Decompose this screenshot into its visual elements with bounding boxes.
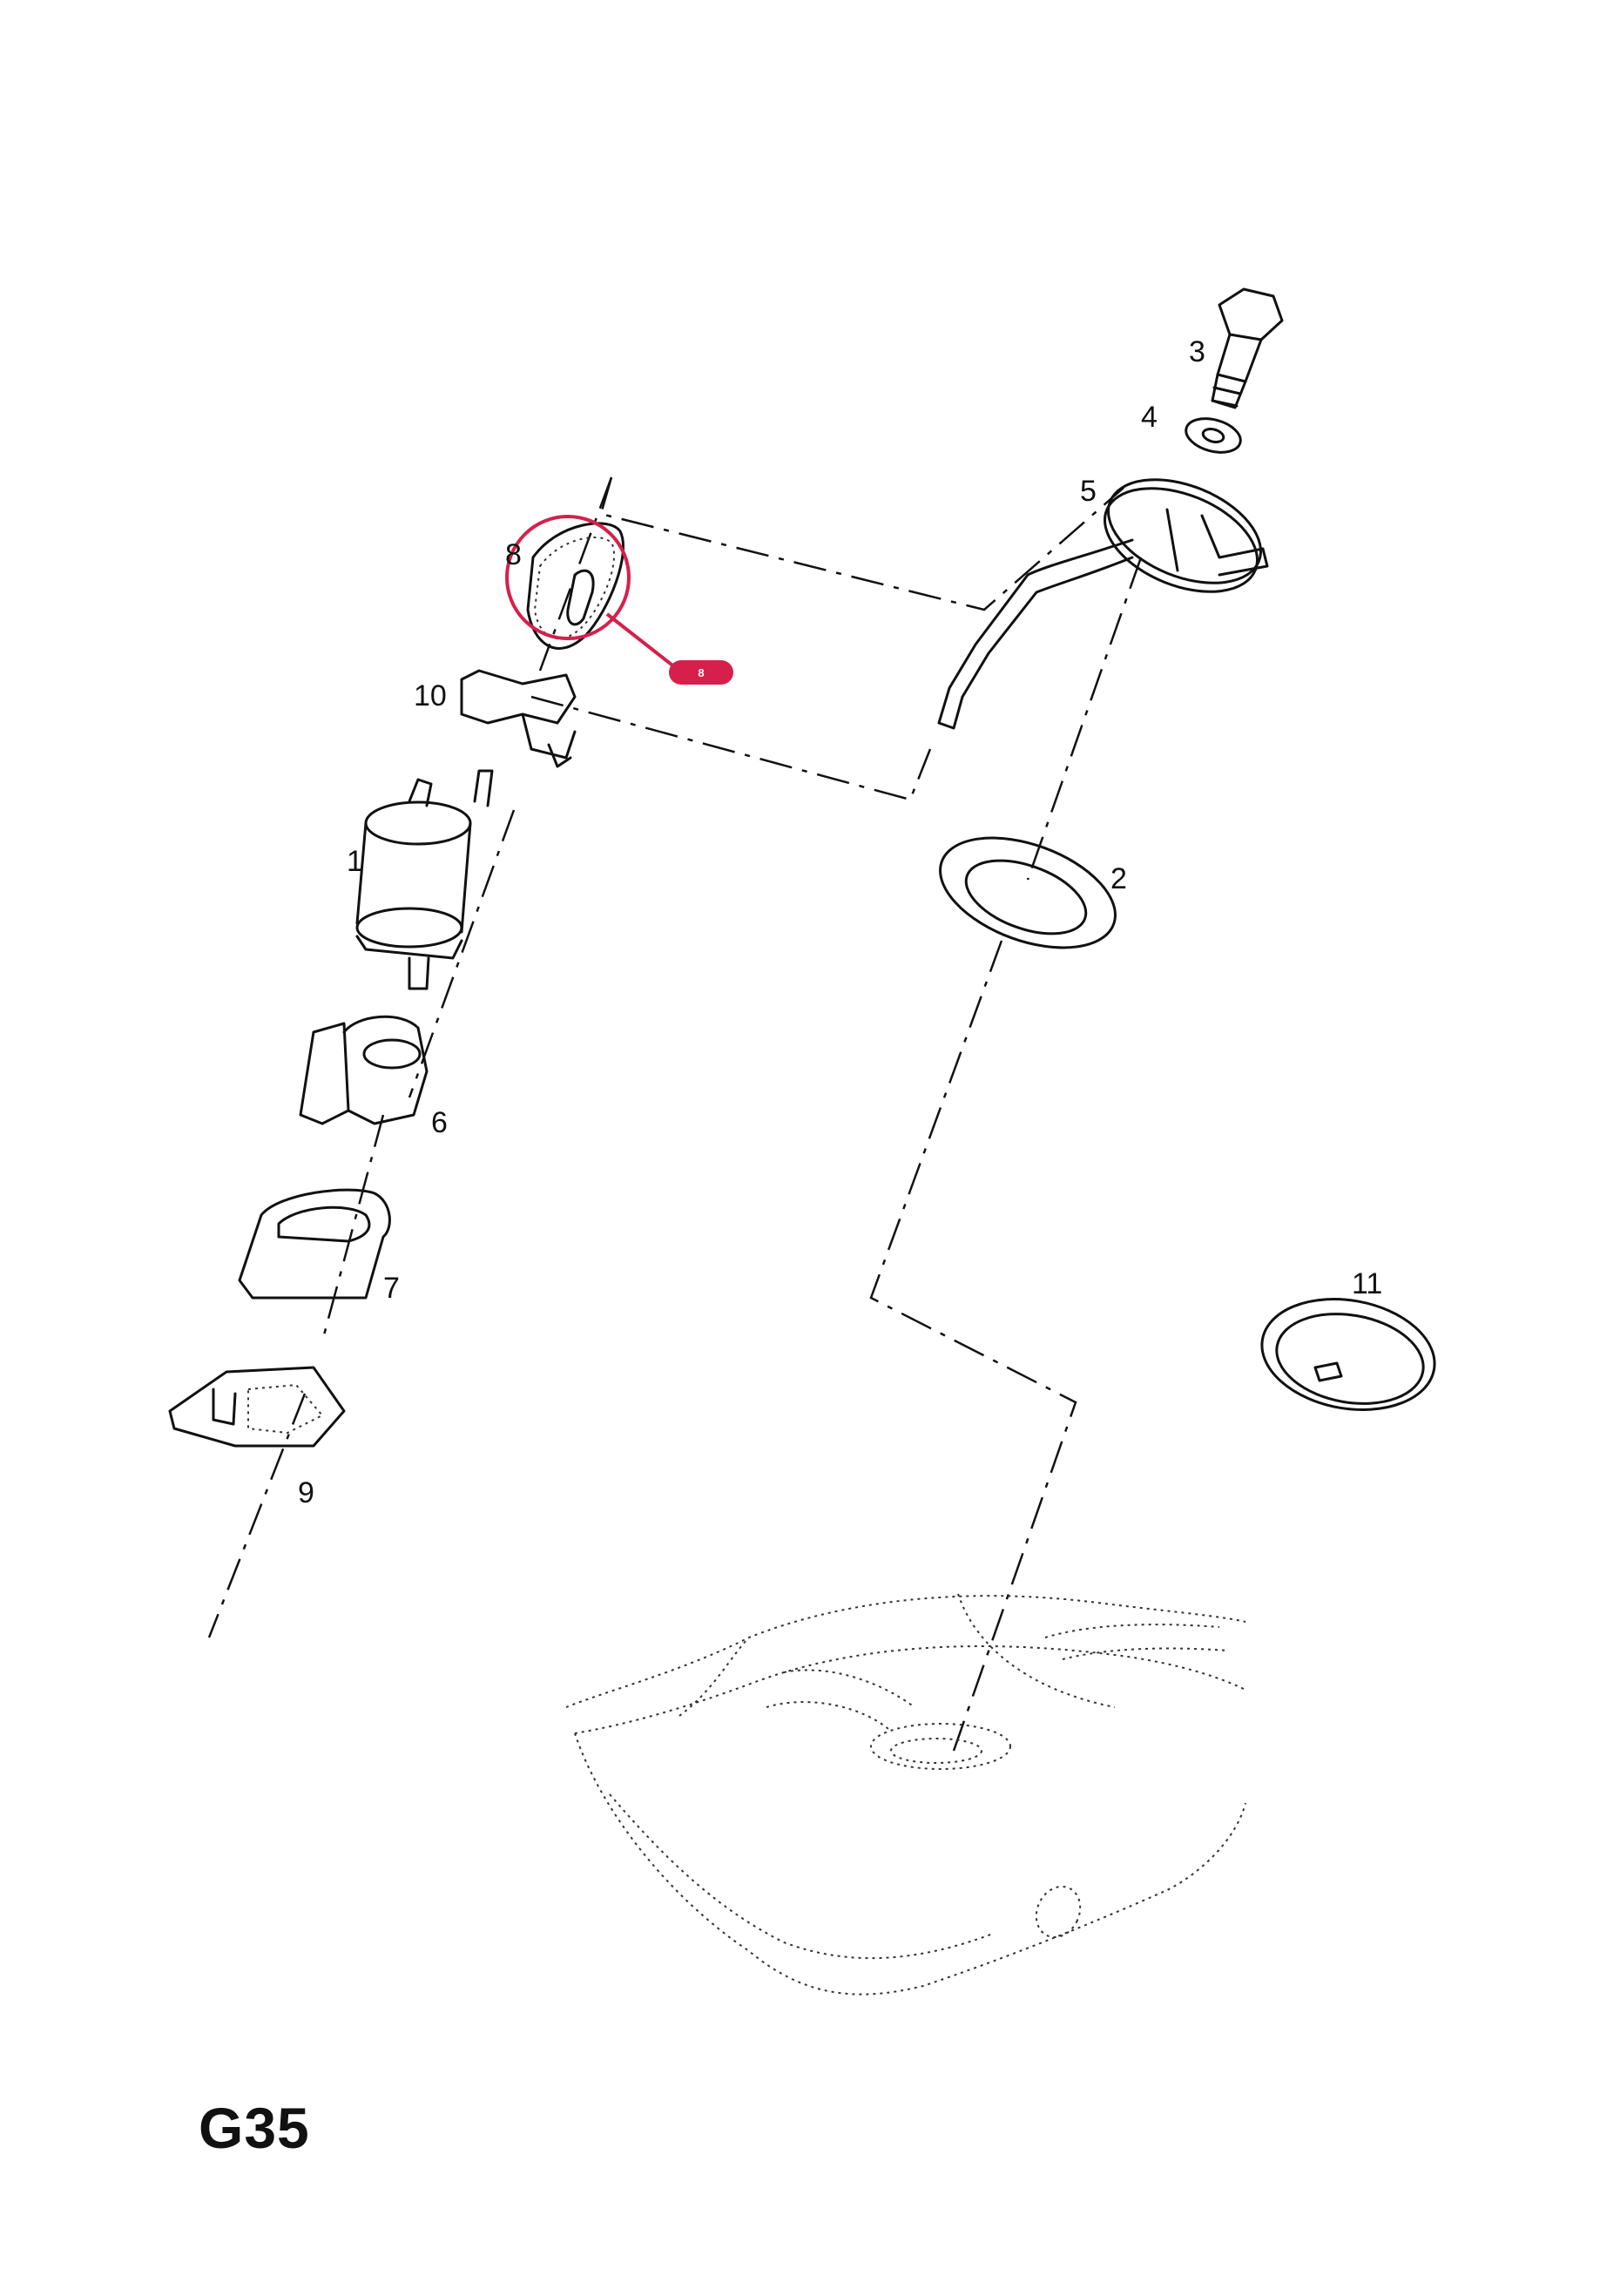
pump-holder-part-6[interactable]	[299, 1015, 429, 1125]
sender-unit-part-5[interactable]	[937, 459, 1276, 730]
part-number-2[interactable]: 2	[1110, 862, 1127, 895]
rubber-sleeve-part-7[interactable]	[238, 1188, 391, 1300]
part-number-6[interactable]: 6	[431, 1106, 448, 1139]
part-number-3[interactable]: 3	[1189, 335, 1205, 368]
selected-part-badge[interactable]	[669, 660, 733, 685]
part-number-9[interactable]: 9	[298, 1476, 314, 1509]
part-number-4[interactable]: 4	[1141, 401, 1158, 434]
filter-strainer-part-9[interactable]	[168, 1366, 346, 1448]
fuel-tank-outline	[565, 1593, 1246, 1995]
gasket-part-8[interactable]	[526, 522, 624, 650]
washer-part-4[interactable]	[1182, 413, 1244, 457]
cover-cap-part-11[interactable]	[1253, 1286, 1443, 1423]
part-number-8[interactable]: 8	[505, 538, 522, 571]
selected-part-highlight[interactable]: 8	[505, 515, 733, 685]
part-number-7[interactable]: 7	[383, 1272, 400, 1305]
part-number-10[interactable]: 10	[414, 679, 447, 712]
part-number-5[interactable]: 5	[1080, 475, 1097, 508]
seal-ring-part-2[interactable]	[926, 816, 1131, 969]
part-number-labels: 3 4 5 8 10 1 2 6 7 11 9	[298, 335, 1382, 1509]
part-number-11[interactable]: 11	[1352, 1267, 1382, 1300]
bolt-part-3[interactable]	[1211, 287, 1284, 409]
clip-part-10[interactable]	[460, 669, 577, 768]
part-number-1[interactable]: 1	[347, 845, 363, 878]
page-code: G35	[199, 2096, 310, 2160]
fuel-pump-part-1[interactable]	[355, 769, 494, 990]
selected-part-badge-label: 8	[698, 666, 704, 679]
